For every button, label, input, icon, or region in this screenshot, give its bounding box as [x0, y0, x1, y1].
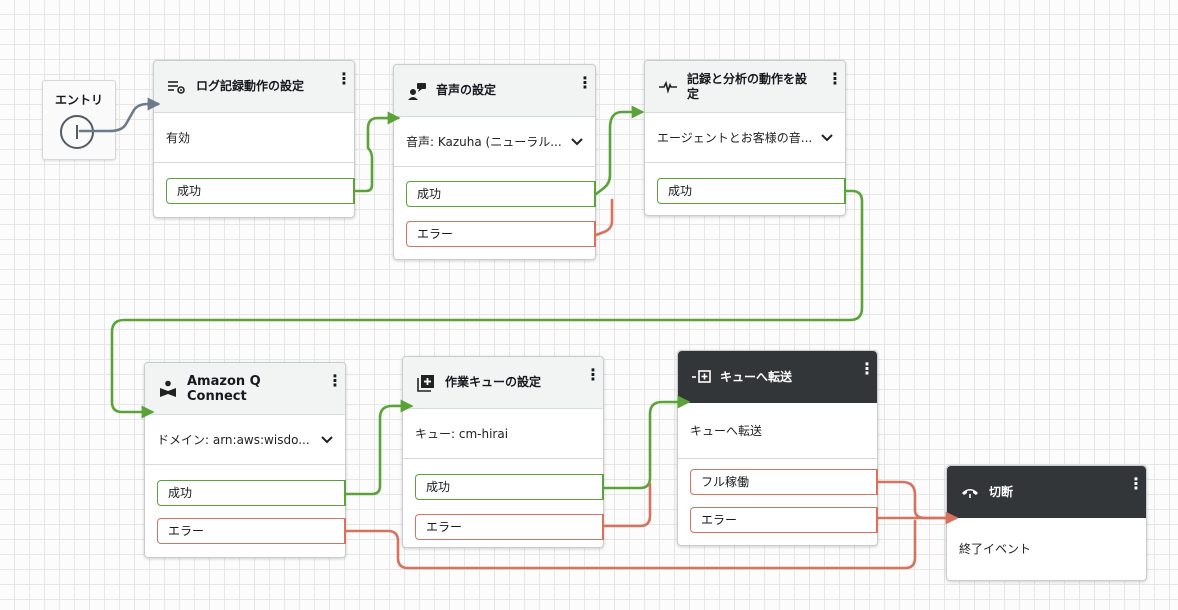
waveform-icon — [657, 78, 679, 96]
queue-add-icon — [415, 374, 437, 392]
block-parameter-dropdown[interactable]: ドメイン: arn:aws:wisdo... — [145, 415, 345, 465]
block-set-voice[interactable]: 音声の設定 ⋮ 音声: Kazuha (ニューラル... 成功 エラー — [393, 64, 596, 260]
block-title: 記録と分析の動作を設定 — [687, 71, 808, 101]
chevron-down-icon[interactable] — [571, 135, 583, 149]
chevron-down-icon[interactable] — [321, 433, 333, 447]
block-title: 音声の設定 — [436, 83, 497, 97]
block-header: 記録と分析の動作を設定 ⋮ — [645, 61, 845, 113]
block-amazon-q-connect[interactable]: Amazon Q Connect ⋮ ドメイン: arn:aws:wisdo..… — [144, 362, 346, 558]
connector-voice-success — [594, 105, 645, 196]
person-speech-icon — [406, 82, 428, 100]
block-title: 作業キューの設定 — [445, 375, 542, 389]
kebab-menu-icon[interactable]: ⋮ — [327, 371, 343, 390]
kebab-menu-icon[interactable]: ⋮ — [585, 365, 601, 384]
block-parameter: キュー: cm-hirai — [403, 409, 603, 459]
transfer-queue-icon — [690, 368, 712, 386]
block-parameter-dropdown[interactable]: エージェントとお客様の音... — [645, 113, 845, 163]
entry-point[interactable]: エントリ — [42, 80, 116, 160]
branch-error[interactable]: エラー — [415, 514, 604, 540]
block-header: キューへ転送 ⋮ — [678, 351, 877, 403]
branch-error[interactable]: エラー — [690, 507, 878, 533]
kebab-menu-icon[interactable]: ⋮ — [577, 73, 593, 92]
block-set-logging-behavior[interactable]: ログ記録動作の設定 ⋮ 有効 成功 — [153, 60, 355, 218]
block-title: 切断 — [989, 484, 1014, 499]
branch-at-capacity[interactable]: フル稼働 — [690, 469, 878, 495]
block-set-recording-analytics[interactable]: 記録と分析の動作を設定 ⋮ エージェントとお客様の音... 成功 — [644, 60, 846, 216]
branch-success[interactable]: 成功 — [166, 178, 355, 204]
block-header: 音声の設定 ⋮ — [394, 65, 595, 117]
connector-transfer-atcapacity — [876, 480, 959, 525]
kebab-menu-icon[interactable]: ⋮ — [336, 69, 352, 88]
block-transfer-to-queue[interactable]: キューへ転送 ⋮ キューへ転送 フル稼働 エラー — [677, 350, 878, 546]
block-parameter: 終了イベント — [959, 541, 1032, 556]
branch-success[interactable]: 成功 — [415, 474, 604, 500]
connector-workqueue-error — [602, 482, 652, 528]
connector-logging-success — [353, 111, 401, 193]
block-header: Amazon Q Connect ⋮ — [145, 363, 345, 415]
block-parameter: キューへ転送 — [678, 403, 877, 459]
block-parameter: 有効 — [154, 113, 354, 163]
branch-error[interactable]: エラー — [406, 221, 596, 247]
list-gear-icon — [166, 78, 188, 96]
connector-voice-error — [594, 198, 614, 237]
branch-success[interactable]: 成功 — [657, 178, 846, 204]
connector-workqueue-success — [602, 395, 691, 490]
book-person-icon — [157, 380, 179, 398]
block-header: ログ記録動作の設定 ⋮ — [154, 61, 354, 113]
block-header: 作業キューの設定 ⋮ — [403, 357, 603, 409]
block-disconnect[interactable]: 切断 ⋮ 終了イベント — [946, 465, 1147, 581]
kebab-menu-icon[interactable]: ⋮ — [1128, 474, 1144, 493]
entry-label: エントリ — [54, 93, 103, 107]
block-title: キューへ転送 — [720, 369, 793, 384]
block-set-working-queue[interactable]: 作業キューの設定 ⋮ キュー: cm-hirai 成功 エラー — [402, 356, 604, 548]
chevron-down-icon[interactable] — [821, 131, 833, 145]
kebab-menu-icon[interactable]: ⋮ — [859, 359, 875, 378]
entry-icon — [60, 115, 94, 149]
block-title: ログ記録動作の設定 — [196, 79, 305, 93]
block-parameter-dropdown[interactable]: 音声: Kazuha (ニューラル... — [394, 117, 595, 167]
branch-success[interactable]: 成功 — [157, 480, 346, 506]
kebab-menu-icon[interactable]: ⋮ — [827, 69, 843, 88]
block-title: Amazon Q Connect — [187, 373, 261, 404]
branch-error[interactable]: エラー — [157, 518, 346, 544]
block-header: 切断 ⋮ — [947, 466, 1146, 518]
branch-success[interactable]: 成功 — [406, 181, 596, 207]
phone-hangup-icon — [959, 483, 981, 501]
